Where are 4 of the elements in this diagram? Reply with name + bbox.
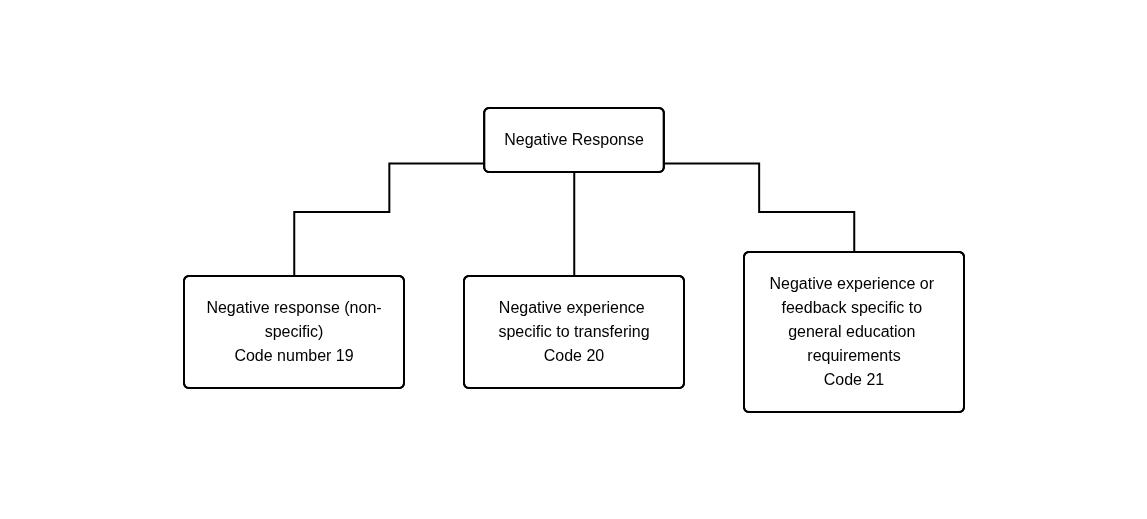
connector <box>572 171 575 277</box>
node-text: Negative experience specific to transfering Code 20 <box>497 298 650 364</box>
node-text: Negative response (non-specific) Code number 19 <box>205 298 382 364</box>
node-text: Negative experience or feedback specific to general education requirements Code 21 <box>769 274 934 388</box>
